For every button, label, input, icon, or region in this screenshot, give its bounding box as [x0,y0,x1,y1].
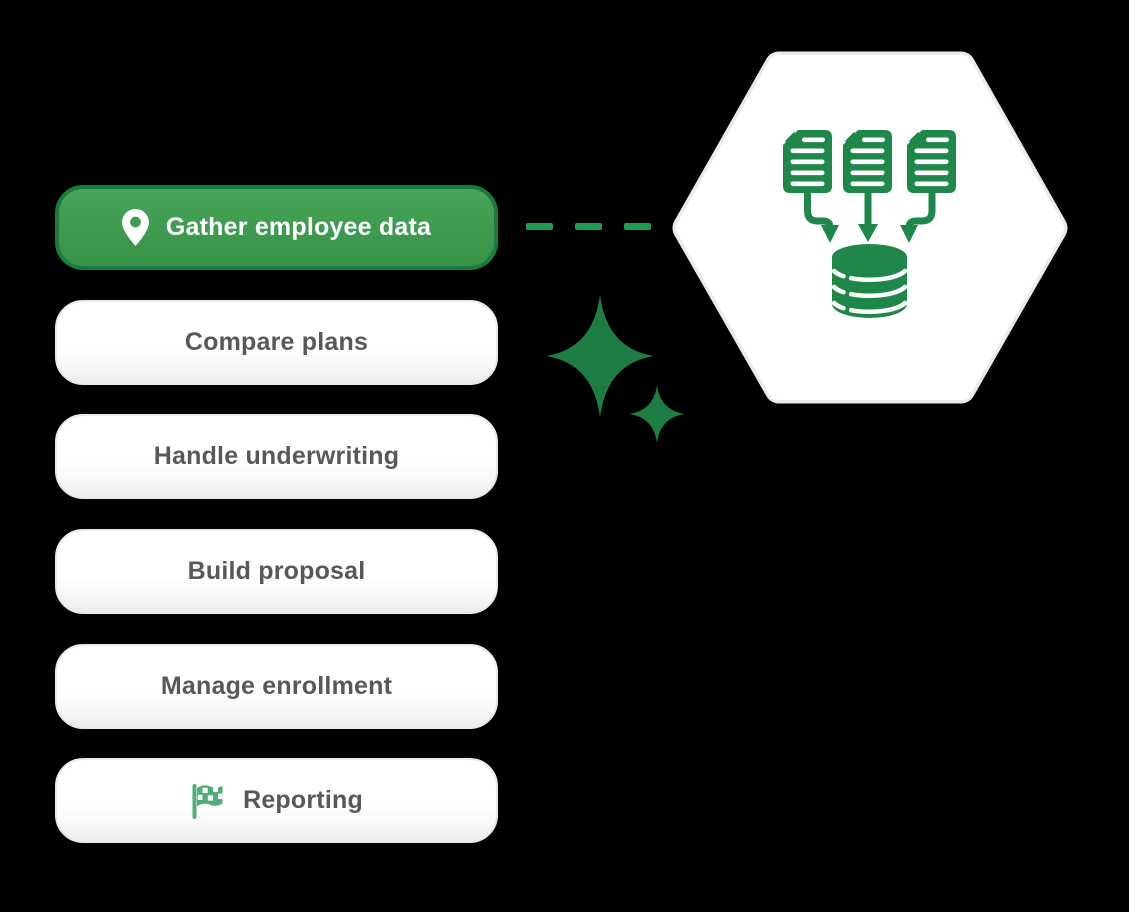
documents-to-database-icon [783,130,956,318]
step-compare-plans[interactable]: Compare plans [55,300,498,385]
document-icon [843,130,892,193]
step-label: Build proposal [187,557,366,585]
document-icon [783,130,832,193]
sparkle-small-icon [629,385,685,443]
merge-arrows [804,190,936,243]
sparkles-decoration [546,294,685,443]
dash-segment [624,223,651,230]
document-icon [907,130,956,193]
hexagon-panel [672,51,1068,404]
step-handle-underwriting[interactable]: Handle underwriting [55,414,498,499]
step-label: Manage enrollment [160,672,393,700]
step-label: Compare plans [184,328,369,356]
dash-segment [526,223,553,230]
step-build-proposal[interactable]: Build proposal [55,529,498,614]
step-label: Gather employee data [165,213,432,241]
checkered-flag-icon [192,783,223,819]
database-icon [831,244,908,318]
step-manage-enrollment[interactable]: Manage enrollment [55,644,498,729]
dashed-connector [526,223,651,230]
step-reporting[interactable]: Reporting [55,758,498,843]
dash-segment [575,223,602,230]
sparkle-large-icon [546,294,654,418]
step-label: Reporting [243,786,363,814]
step-label: Handle underwriting [153,442,400,470]
location-pin-icon [121,209,149,246]
step-gather-employee-data[interactable]: Gather employee data [55,185,498,270]
